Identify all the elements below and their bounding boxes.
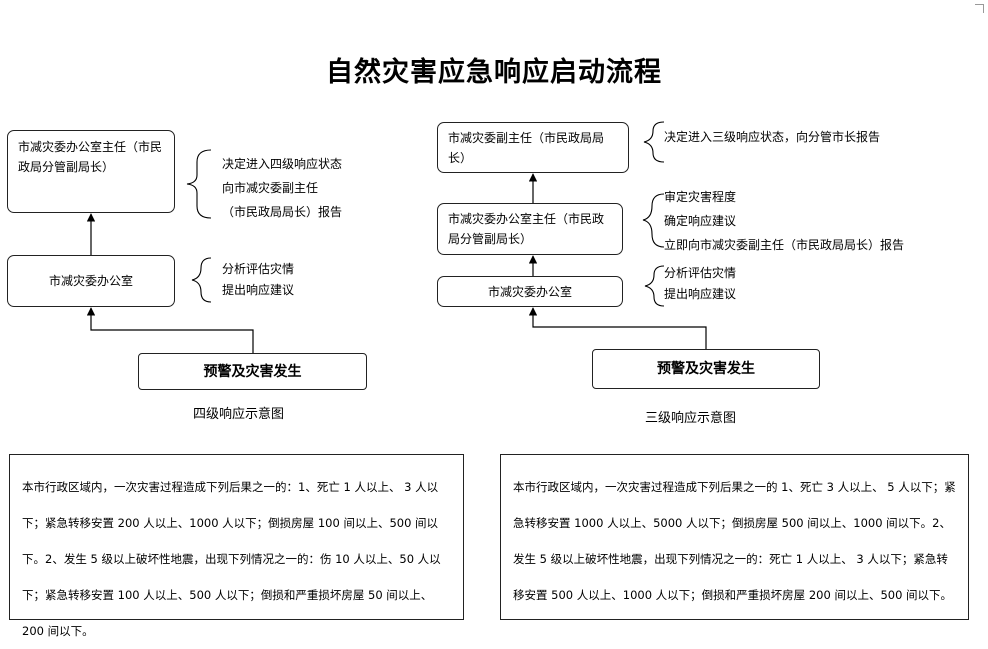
level3-top-note-line: 决定进入三级响应状态，向分管市长报告 <box>664 130 881 144</box>
level3-mid-note-line: 确定响应建议 <box>664 214 737 228</box>
level4-director-label: 市减灾委办公室主任（市民政局分管副局长） <box>18 140 163 174</box>
level3-office-box: 市减灾委办公室 <box>437 276 623 307</box>
level3-criteria-text: 本市行政区域内，一次灾害过程造成下列后果之一的 1、死亡 3 人以上、 5 人以… <box>513 480 956 602</box>
level4-mid-note: 分析评估灾情 提出响应建议 <box>222 259 294 301</box>
level3-low-note-line: 分析评估灾情 <box>664 266 737 280</box>
brace-l3-mid <box>642 193 665 248</box>
level3-caption: 三级响应示意图 <box>645 411 737 426</box>
level4-criteria-text: 本市行政区域内，一次灾害过程造成下列后果之一的：1、死亡 1 人以上、 3 人以… <box>22 480 441 638</box>
level3-mid-note-line: 审定灾害程度 <box>664 190 737 204</box>
level4-criteria-box: 本市行政区域内，一次灾害过程造成下列后果之一的：1、死亡 1 人以上、 3 人以… <box>9 454 464 638</box>
level3-mid-note: 审定灾害程度 确定响应建议 立即向市减灾委副主任（市民政局局长）报告 <box>664 185 904 257</box>
level4-office-label: 市减灾委办公室 <box>48 274 133 288</box>
page-title: 自然灾害应急响应启动流程 <box>326 57 662 88</box>
level4-top-note-line: 向市减灾委副主任 <box>222 181 319 195</box>
level3-low-note: 分析评估灾情 提出响应建议 <box>664 263 736 305</box>
level3-mid-note-line: 立即向市减灾委副主任（市民政局局长）报告 <box>664 238 905 252</box>
level3-trigger-label: 预警及灾害发生 <box>657 361 755 377</box>
brace-l4-top <box>186 149 212 219</box>
level4-top-note-line: 决定进入四级响应状态 <box>222 157 343 171</box>
level4-mid-note-line: 分析评估灾情 <box>222 262 295 276</box>
level4-office-box: 市减灾委办公室 <box>7 255 175 307</box>
level4-mid-note-line: 提出响应建议 <box>222 283 295 297</box>
level3-deputy-director-label: 市减灾委副主任（市民政局局长） <box>448 131 605 165</box>
level4-top-note-line: （市民政局局长）报告 <box>222 205 343 219</box>
arrow-l3-trigger-to-low <box>528 307 707 349</box>
level3-low-note-line: 提出响应建议 <box>664 287 737 301</box>
level3-criteria-box: 本市行政区域内，一次灾害过程造成下列后果之一的 1、死亡 3 人以上、 5 人以… <box>500 454 969 620</box>
corner-mark <box>975 4 984 13</box>
level3-trigger-box: 预警及灾害发生 <box>592 349 820 389</box>
level4-director-box: 市减灾委办公室主任（市民政局分管副局长） <box>7 130 175 213</box>
arrow-l4-trigger-to-mid <box>86 307 254 353</box>
brace-l3-low <box>644 265 665 307</box>
level3-office-label: 市减灾委办公室 <box>487 284 572 299</box>
level3-top-note: 决定进入三级响应状态，向分管市长报告 <box>664 127 880 147</box>
level4-trigger-box: 预警及灾害发生 <box>138 353 367 390</box>
level4-top-note: 决定进入四级响应状态 向市减灾委副主任 （市民政局局长）报告 <box>222 152 342 224</box>
level3-director-label: 市减灾委办公室主任（市民政局分管副局长） <box>448 212 605 246</box>
brace-l4-mid <box>191 257 212 303</box>
brace-l3-top <box>643 121 665 163</box>
level3-director-box: 市减灾委办公室主任（市民政局分管副局长） <box>437 203 623 255</box>
level4-trigger-label: 预警及灾害发生 <box>203 363 302 380</box>
level3-deputy-director-box: 市减灾委副主任（市民政局局长） <box>437 122 629 173</box>
level4-caption: 四级响应示意图 <box>193 407 285 422</box>
